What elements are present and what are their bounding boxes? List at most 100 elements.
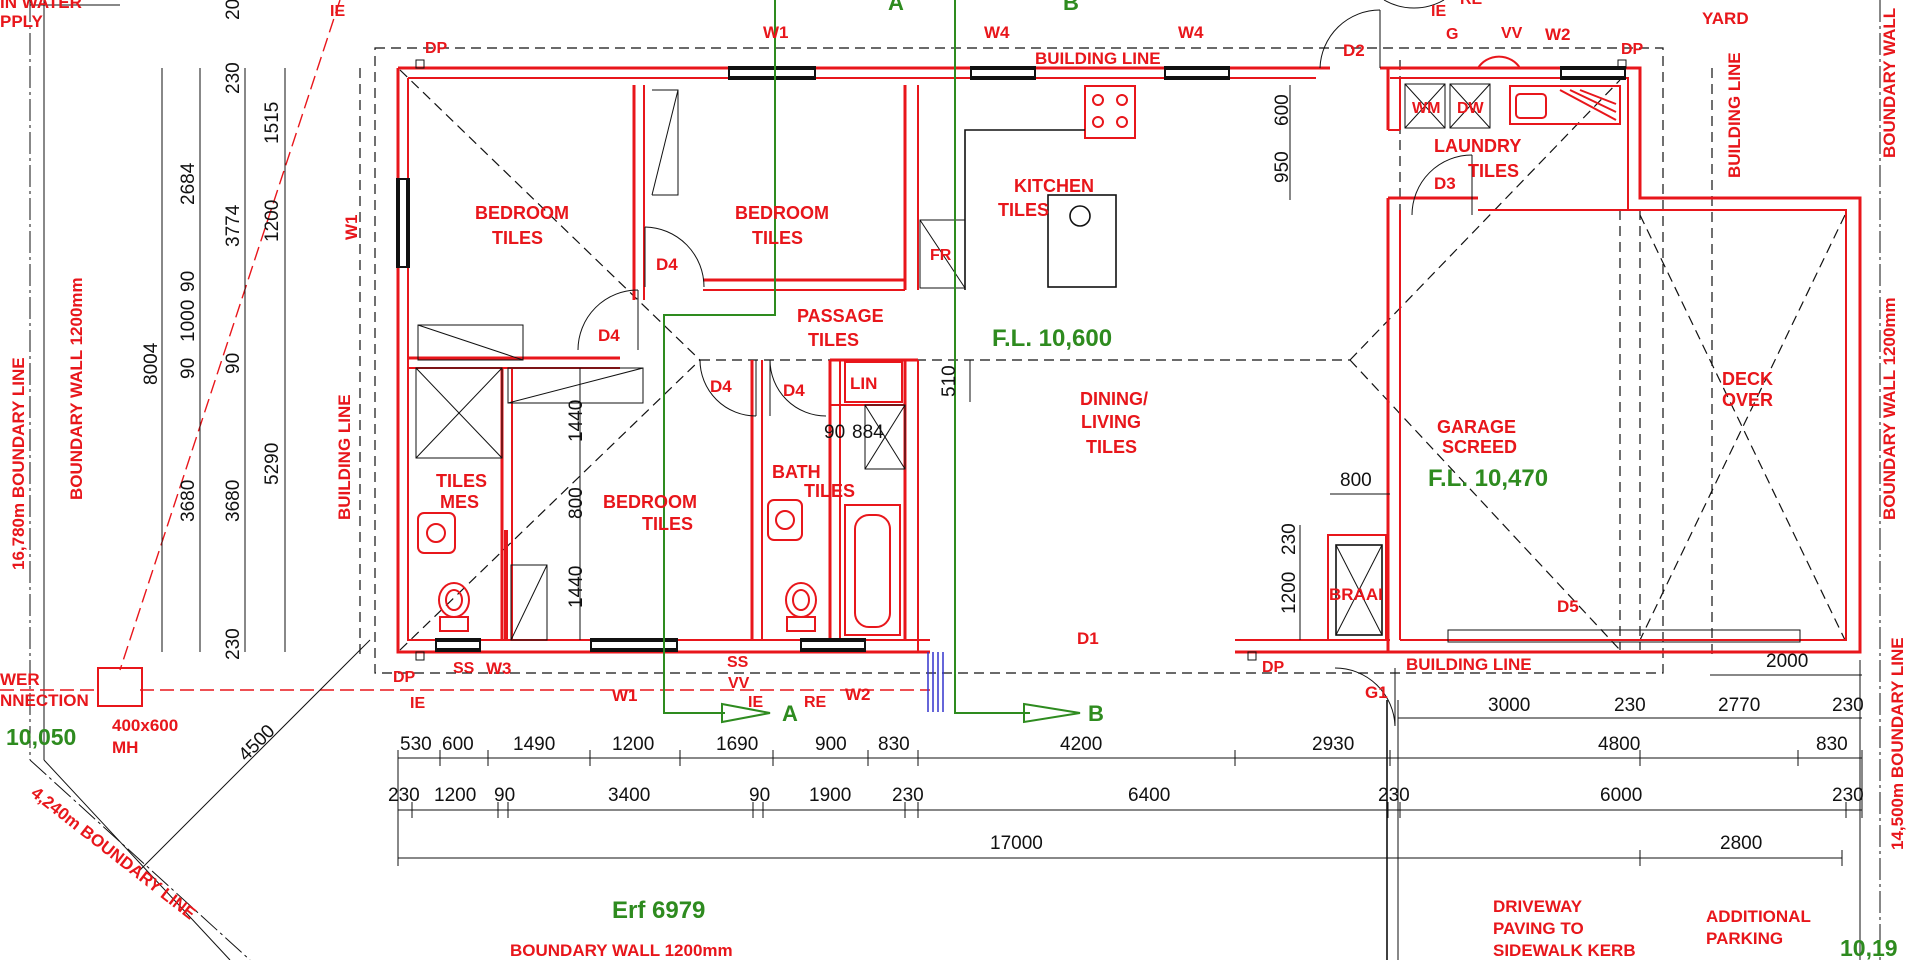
label-door-d5: D5	[1557, 597, 1579, 616]
dim-row1-600: 600	[442, 734, 474, 755]
dim-left-3680-b: 3680	[223, 480, 244, 522]
label-fridge: FR	[930, 247, 952, 264]
dim-left-2684: 2684	[178, 162, 199, 205]
label-parking-a: ADDITIONAL	[1706, 907, 1811, 926]
label-inspection-eye-tr: IE	[1431, 3, 1446, 20]
label-erf-number: Erf 6979	[612, 897, 705, 924]
dim-left-3774: 3774	[223, 204, 244, 247]
level-labels: F.L. 10,600 F.L. 10,470 10,050 10,19 Erf…	[6, 0, 1898, 960]
dim-row1-1200: 1200	[612, 734, 654, 755]
label-braai: BRAAI	[1329, 585, 1383, 604]
label-window-w4-a: W4	[984, 23, 1010, 42]
label-boundary-left: 16,780m BOUNDARY LINE	[9, 357, 28, 570]
label-dishwasher: DW	[1457, 100, 1485, 117]
label-parking-b: PARKING	[1706, 929, 1783, 948]
label-garage-g1: G1	[1365, 683, 1388, 702]
label-driveway-b: PAVING TO	[1493, 919, 1584, 938]
dim-2800: 2800	[1720, 833, 1762, 854]
label-boundary-wall-right-top: BOUNDARY WALL	[1880, 8, 1899, 158]
dim-left-90-a: 90	[178, 271, 199, 292]
label-water-supply-b: PPLY	[0, 12, 44, 31]
label-laundry-finish: TILES	[1468, 161, 1519, 181]
dim-884: 884	[852, 422, 884, 443]
label-window-w1-bottom: W1	[612, 686, 638, 705]
label-kitchen: KITCHEN	[1014, 176, 1094, 196]
label-inspection-eye-top: IE	[330, 3, 345, 20]
dim-left-230-top: 230	[223, 62, 244, 94]
dim-row1-530: 530	[400, 734, 432, 755]
label-laundry: LAUNDRY	[1434, 136, 1521, 156]
label-door-d3: D3	[1434, 174, 1456, 193]
label-window-w2-top: W2	[1545, 25, 1571, 44]
label-gully: G	[1446, 26, 1458, 43]
label-garage-finish: SCREED	[1442, 437, 1517, 457]
dim-4500: 4500	[235, 721, 280, 766]
label-site-level-left: 10,050	[6, 724, 76, 750]
dim-left-20: 20	[223, 0, 244, 20]
label-bedroom-3: BEDROOM	[603, 492, 697, 512]
label-driveway-a: DRIVEWAY	[1493, 897, 1583, 916]
label-site-level-right: 10,19	[1840, 935, 1898, 960]
dim-230-right: 230	[1832, 695, 1864, 716]
dim-600: 600	[1272, 94, 1293, 126]
manhole	[97, 667, 143, 707]
label-door-d4-bedroom3: D4	[710, 377, 732, 396]
dim-row1-2930: 2930	[1312, 734, 1354, 755]
dim-left-5290: 5290	[262, 443, 283, 485]
label-soil-stack-a: SS	[453, 660, 475, 677]
label-bedroom-1-finish: TILES	[492, 228, 543, 248]
label-boundary-wall-bottom: BOUNDARY WALL 1200mm	[510, 941, 733, 960]
label-bath: BATH	[772, 462, 821, 482]
label-building-line-top: BUILDING LINE	[1035, 49, 1161, 68]
label-bedroom-3-finish: TILES	[642, 514, 693, 534]
label-passage: PASSAGE	[797, 306, 884, 326]
dim-left-90-c: 90	[223, 353, 244, 374]
dim-row2-230: 230	[388, 785, 420, 806]
label-window-w4-b: W4	[1178, 23, 1204, 42]
label-door-d1: D1	[1077, 629, 1099, 648]
label-downpipe-tr: DP	[1621, 41, 1644, 58]
label-inspection-eye-bm: IE	[748, 694, 763, 711]
dim-2770: 2770	[1718, 695, 1760, 716]
dimension-lines	[161, 68, 1863, 866]
label-manhole: MH	[112, 738, 138, 757]
windows	[396, 66, 1801, 652]
dim-row1-830-right: 830	[1816, 734, 1848, 755]
label-door-d4-bedroom1: D4	[598, 326, 620, 345]
label-window-w1-top: W1	[763, 23, 789, 42]
dim-row1-1690: 1690	[716, 734, 758, 755]
dim-230-braai: 230	[1279, 523, 1300, 555]
label-floor-level-garage: F.L. 10,470	[1428, 465, 1548, 492]
label-door-d4-bath: D4	[783, 381, 805, 400]
dim-left-90-b: 90	[178, 358, 199, 379]
dim-950: 950	[1272, 151, 1293, 183]
label-inspection-eye-bl: IE	[410, 695, 425, 712]
service-labels: DP DP DP DP IE IE IE IE SS SS VV VV RE R…	[330, 0, 1644, 712]
label-dining-finish: TILES	[1086, 437, 1137, 457]
dim-row1-1490: 1490	[513, 734, 555, 755]
label-soil-stack-b: SS	[727, 654, 749, 671]
label-rodding-eye: RE	[804, 694, 827, 711]
label-building-line-right: BUILDING LINE	[1725, 52, 1744, 178]
section-lines	[663, 0, 1081, 724]
label-section-b-top: B	[1063, 0, 1079, 15]
label-boundary-wall-right: BOUNDARY WALL 1200mm	[1880, 297, 1899, 520]
dim-total-17000: 17000	[990, 833, 1043, 854]
label-downpipe-bm: DP	[1262, 659, 1285, 676]
dim-row2-230-c: 230	[1378, 785, 1410, 806]
label-boundary-diagonal: 4,240m BOUNDARY LINE	[28, 783, 200, 923]
dim-3000: 3000	[1488, 695, 1530, 716]
label-washing-machine: WM	[1412, 100, 1440, 117]
label-bedroom-1: BEDROOM	[475, 203, 569, 223]
label-linen: LIN	[850, 374, 877, 393]
label-manhole-size: 400x600	[112, 716, 178, 735]
dim-1440-a: 1440	[566, 400, 587, 442]
label-water-supply-a: IN WATER	[0, 0, 82, 12]
fixtures	[415, 59, 1627, 712]
label-rodding-eye-top: RE	[1460, 0, 1483, 8]
dim-800-b: 800	[1340, 470, 1372, 491]
dim-510: 510	[939, 365, 960, 397]
dim-230-garage: 230	[1614, 695, 1646, 716]
